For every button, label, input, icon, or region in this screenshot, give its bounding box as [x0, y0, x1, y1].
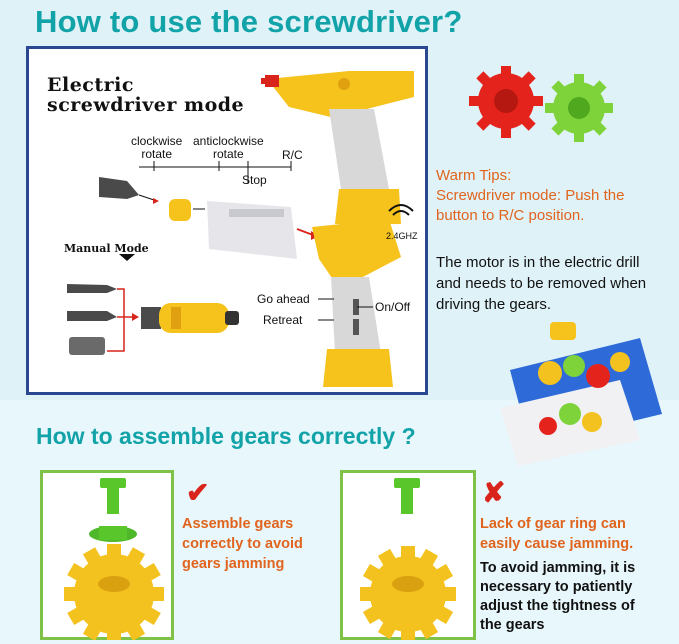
manual-screwdriver-icon: [141, 303, 239, 333]
tips-line-1: Warm Tips:: [436, 167, 512, 184]
retreat-label: Retreat: [263, 313, 303, 327]
signal-label: 2.4GHZ: [386, 231, 418, 241]
stop-label: Stop: [242, 173, 267, 187]
good-line-2: correctly to avoid: [182, 536, 303, 552]
cross-icon: ✘: [482, 477, 506, 508]
clockwise-line-1: clockwise: [131, 134, 183, 148]
advice-line-4: the gears: [480, 617, 545, 633]
manual-mode-label: Manual Mode: [64, 242, 149, 255]
motor-note: The motor is in the electric drill and n…: [436, 252, 676, 315]
mode-title-line-2: screwdriver mode: [47, 94, 245, 116]
anticlockwise-label: anticlockwise rotate: [193, 135, 264, 161]
warm-tips: Warm Tips: Screwdriver mode: Push the bu…: [436, 166, 676, 226]
anticlockwise-line-2: rotate: [213, 147, 244, 161]
clockwise-line-2: rotate: [141, 147, 173, 161]
electric-mode-panel: Electric screwdriver mode clockwise rota…: [26, 46, 428, 395]
good-line-3: gears jamming: [182, 556, 285, 572]
correct-gear-icon: [64, 478, 164, 640]
correct-assembly-text: Assemble gears correctly to avoid gears …: [182, 514, 332, 574]
mode-title-line-1: Electric: [47, 74, 134, 96]
advice-line-3: adjust the tightness of: [480, 598, 635, 614]
tips-line-2: Screwdriver mode: Push the: [436, 187, 625, 204]
toy-case-icon: [500, 322, 662, 466]
motor-line-3: driving the gears.: [436, 296, 552, 313]
go-ahead-label: Go ahead: [257, 292, 310, 306]
advice-line-1: To avoid jamming, it is: [480, 560, 636, 576]
advice-line-2: necessary to patiently: [480, 579, 633, 595]
tips-line-3: button to R/C position.: [436, 207, 585, 224]
drill-bottom-icon: [312, 219, 401, 387]
assemble-title: How to assemble gears correctly ?: [36, 423, 416, 449]
incorrect-gear-icon: [360, 478, 456, 640]
jamming-advice-text: To avoid jamming, it is necessary to pat…: [480, 559, 678, 635]
clockwise-label: clockwise rotate: [131, 135, 182, 161]
manual-bits-icon: [67, 284, 139, 355]
gears-pair-icon: [469, 66, 613, 142]
bad-line-1: Lack of gear ring can: [480, 516, 626, 532]
motor-unit-icon: [207, 201, 319, 259]
motor-line-1: The motor is in the electric drill: [436, 254, 640, 271]
electric-mode-title: Electric screwdriver mode: [47, 75, 244, 115]
page-title: How to use the screwdriver?: [35, 4, 463, 39]
panel-illustration: [67, 71, 414, 387]
check-icon: ✔: [186, 477, 210, 508]
triangle-down-icon: [119, 254, 135, 261]
good-line-1: Assemble gears: [182, 516, 294, 532]
bad-line-2: easily cause jamming.: [480, 536, 634, 552]
drill-top-icon: [261, 71, 414, 224]
rc-label: R/C: [282, 148, 303, 162]
adapter-icon: [169, 199, 205, 221]
signal-icon: [388, 204, 414, 216]
anticlockwise-line-1: anticlockwise: [193, 134, 264, 148]
screwdriver-bit-icon: [99, 177, 159, 204]
motor-line-2: and needs to be removed when: [436, 275, 647, 292]
onoff-label: On/Off: [375, 300, 411, 314]
incorrect-assembly-text: Lack of gear ring can easily cause jammi…: [480, 514, 678, 554]
